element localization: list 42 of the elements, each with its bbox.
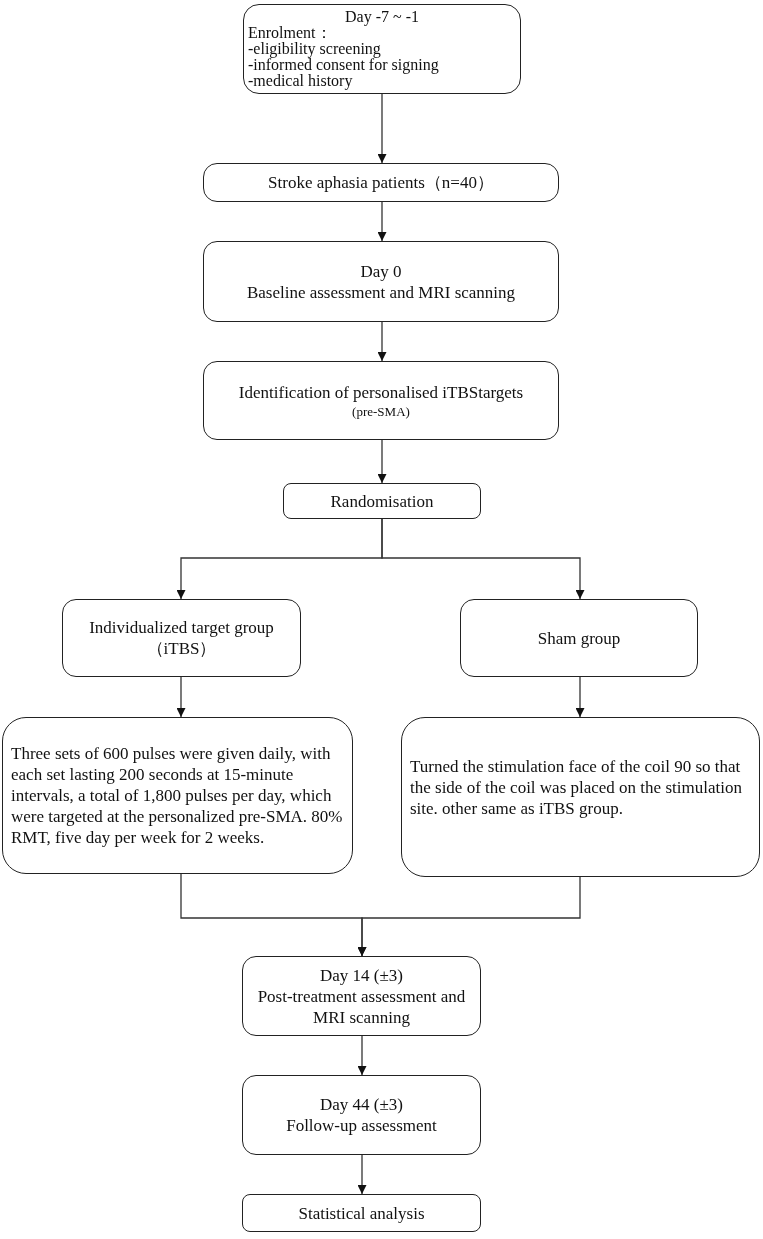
box-text: Statistical analysis: [297, 1202, 426, 1224]
process-box: [460, 599, 698, 677]
process-box: [243, 4, 521, 94]
list-heading: Enrolment：: [248, 25, 333, 41]
arrow: [381, 518, 585, 600]
heading-text: Day -7 ~ -1: [344, 9, 420, 25]
heading-text: Day 44 (±3): [319, 1094, 404, 1115]
process-box: [242, 1075, 481, 1155]
process-box: [62, 599, 301, 677]
arrow: [377, 439, 387, 484]
process-box: [401, 717, 760, 877]
process-box: [203, 241, 559, 322]
body-text: Follow-up assessment: [285, 1115, 438, 1136]
body-text: Baseline assessment and MRI scanning: [245, 281, 517, 303]
heading-text: Day 0: [359, 260, 403, 282]
box-text: Sham group: [536, 627, 622, 649]
box-text: Turned the stimulation face of the coil 90 so that the side of the coil was placed on the stimulation site. other same as iTBS group.: [410, 755, 743, 819]
process-box: [203, 361, 559, 440]
process-box: [283, 483, 481, 519]
process-box: [203, 163, 559, 202]
box-text: Stroke aphasia patients（n=40）: [267, 172, 495, 193]
list-item: -informed consent for signing: [248, 57, 440, 73]
process-box: [242, 1194, 481, 1232]
arrow: [377, 321, 387, 362]
heading-text: Day 14 (±3): [319, 964, 404, 986]
arrow: [357, 1154, 367, 1195]
list-item: -eligibility screening: [248, 41, 381, 57]
box-text: Individualized target group （iTBS）: [88, 617, 275, 659]
body-text: (pre-SMA): [351, 402, 411, 420]
list-item: -medical history: [248, 73, 354, 89]
arrow: [357, 876, 581, 957]
box-text: Three sets of 600 pulses were given daily, with each set lasting 200 seconds at 15-minute intervals, a total of 1,800 pulses per day, which were targeted at the personalized pre-SMA. 80% RMT, five day per week for 2 weeks.: [11, 743, 344, 848]
body-text: Post-treatment assessment and MRI scanning: [256, 985, 467, 1028]
arrow: [176, 676, 186, 718]
arrow: [357, 1035, 367, 1076]
arrow: [575, 676, 585, 718]
process-box: [2, 717, 353, 874]
heading-text: Identification of personalised iTBStargets: [237, 381, 525, 403]
process-box: [242, 956, 481, 1036]
arrow: [377, 201, 387, 242]
box-text: Randomisation: [329, 490, 435, 512]
arrow: [377, 93, 387, 164]
